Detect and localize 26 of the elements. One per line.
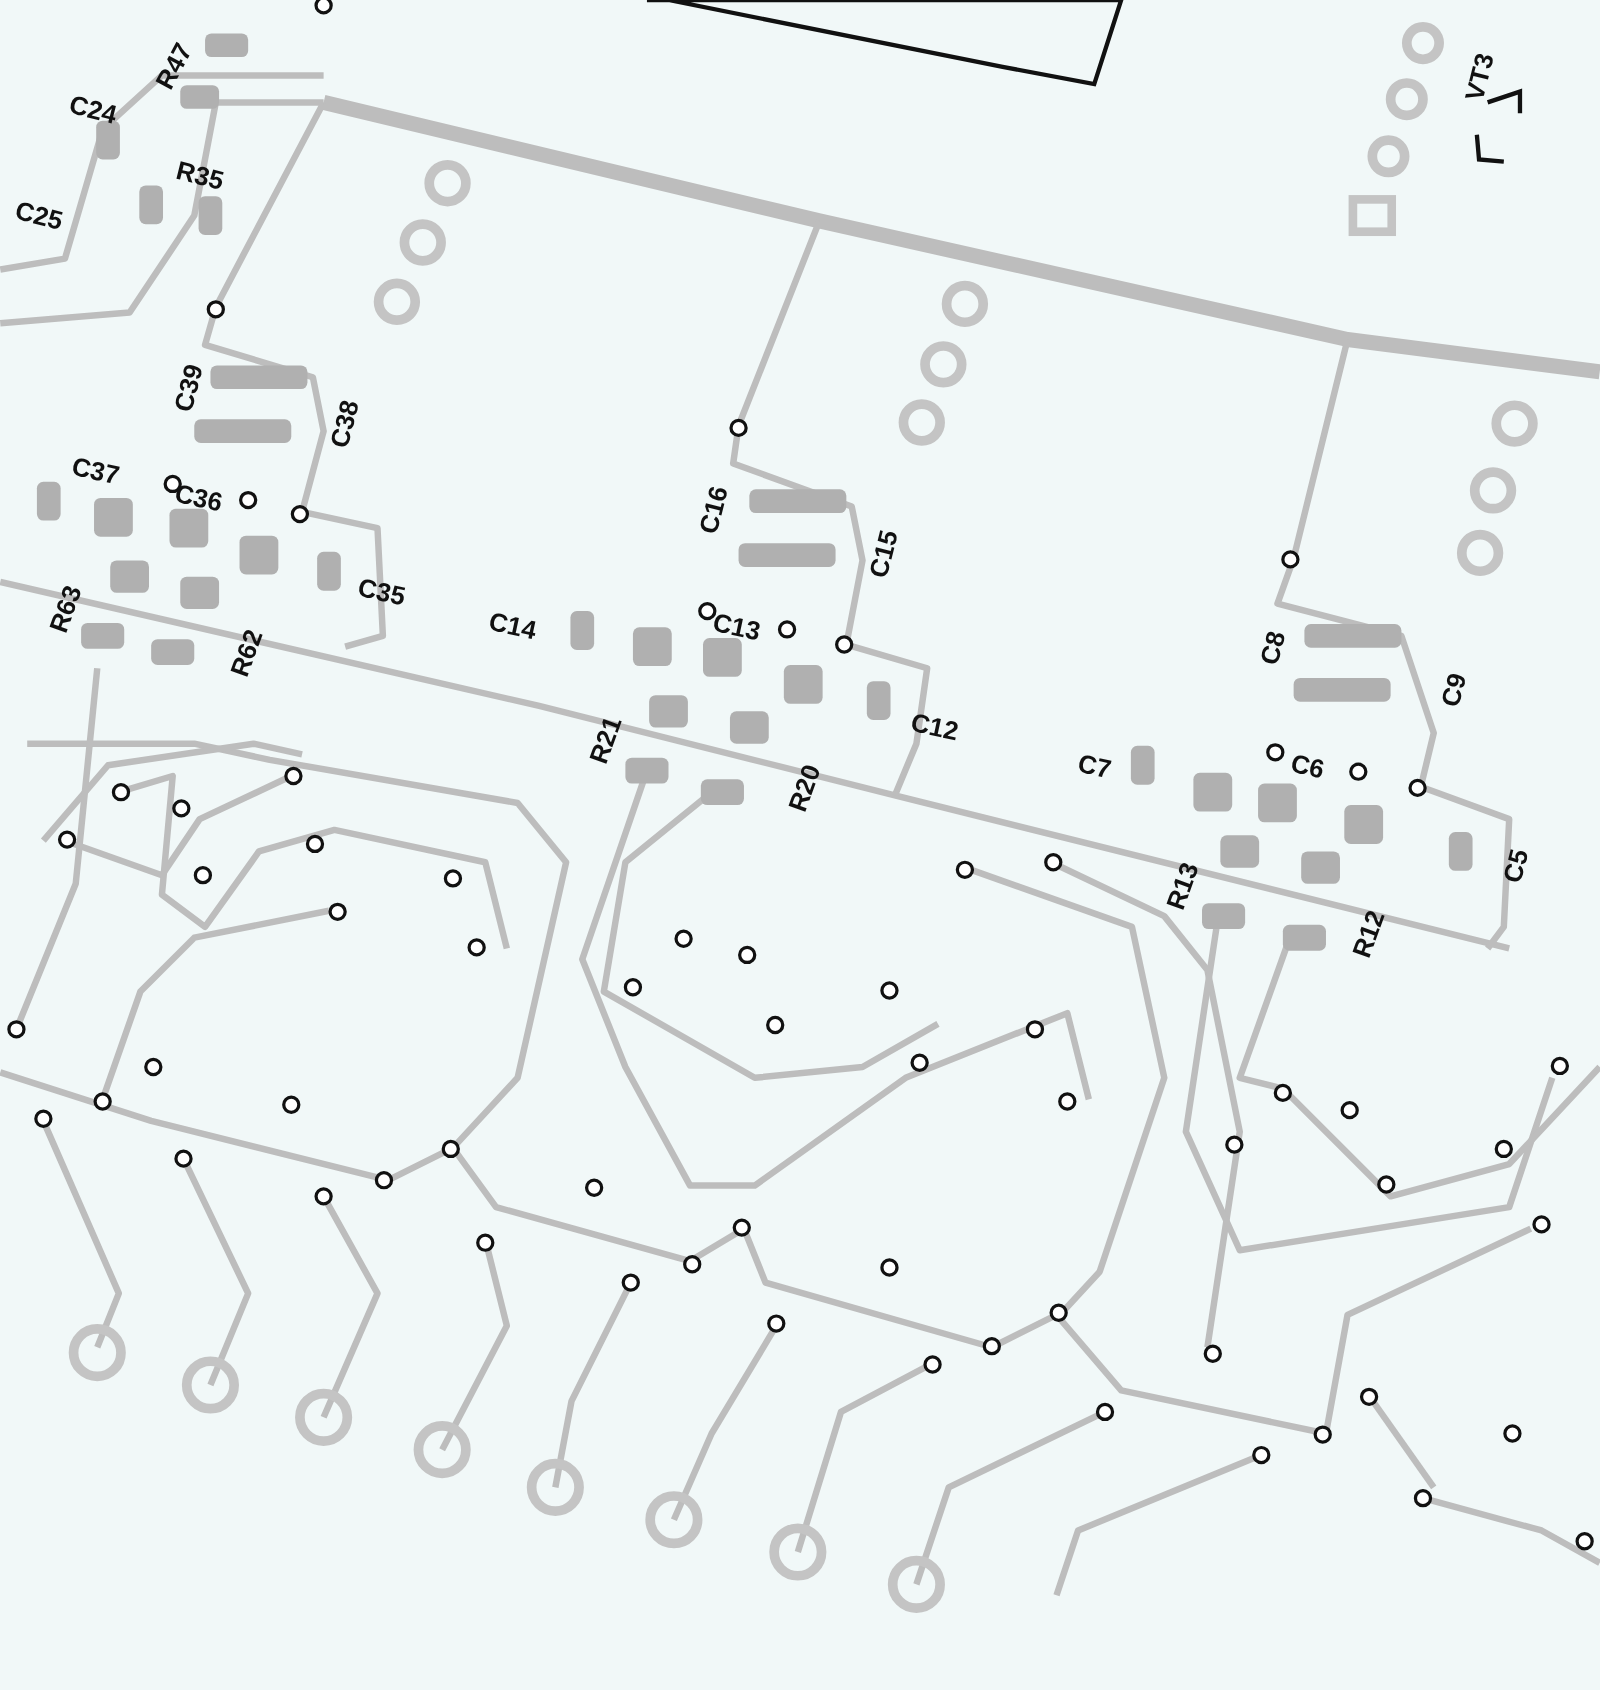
component-designator: C37 — [70, 452, 123, 489]
component-designator: C39 — [170, 361, 208, 414]
component-designator: C9 — [1437, 670, 1471, 710]
component-designator: R35 — [173, 157, 227, 195]
component-designator: R47 — [150, 38, 197, 94]
component-designator: R21 — [585, 713, 627, 767]
component-designator: C25 — [13, 197, 66, 235]
component-designator: C14 — [486, 608, 539, 644]
component-designator: C6 — [1288, 750, 1327, 783]
component-designator: C12 — [908, 709, 961, 745]
component-designator: R13 — [1162, 858, 1203, 913]
component-designator: C8 — [1256, 628, 1290, 668]
component-designator: R62 — [226, 625, 268, 680]
component-designator: C13 — [710, 609, 763, 645]
component-designator: C38 — [325, 397, 363, 451]
component-designator: C24 — [67, 90, 120, 128]
component-designator: C16 — [695, 484, 733, 537]
component-designator: R20 — [783, 761, 825, 816]
component-designator: R63 — [45, 582, 87, 637]
component-designator: C36 — [172, 479, 225, 516]
component-designator: C7 — [1076, 750, 1114, 783]
component-designator: C15 — [864, 527, 902, 580]
component-designator: C35 — [355, 573, 408, 609]
component-designator: R12 — [1347, 907, 1389, 961]
component-designator: C5 — [1498, 846, 1532, 885]
component-designator: VT3 — [1460, 50, 1498, 104]
